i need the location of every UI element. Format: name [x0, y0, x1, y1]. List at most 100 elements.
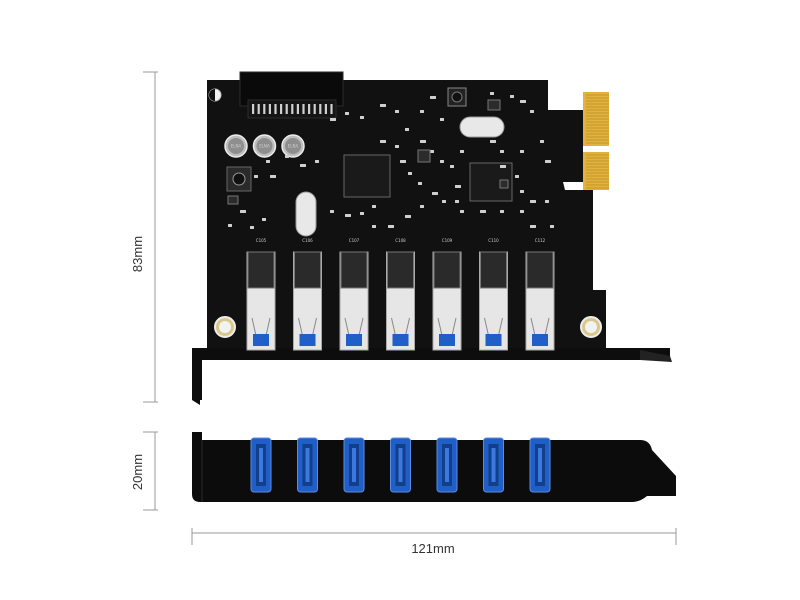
smd-component: [490, 140, 496, 143]
smd-component: [442, 200, 446, 203]
height-label: 83mm: [130, 236, 145, 272]
smd-component: [240, 210, 246, 213]
smd-component: [530, 110, 534, 113]
smd-component: [420, 205, 424, 208]
usb-port-top: [339, 251, 369, 351]
inductor: [226, 166, 252, 192]
usb-controller-chip-left: [343, 154, 391, 198]
smd-component: [315, 160, 319, 163]
smd-component: [395, 145, 399, 148]
usb-port-front[interactable]: [297, 437, 318, 493]
mounting-hole-top: [208, 88, 222, 102]
usb-port-front[interactable]: [483, 437, 504, 493]
smd-component: [330, 210, 334, 213]
smd-component: [388, 225, 394, 228]
smd-component: [405, 128, 409, 131]
usb-port-top: [432, 251, 462, 351]
electrolytic-capacitor: ELNA: [281, 134, 305, 158]
capacitor-mark: ELNA: [288, 144, 299, 149]
smd-component: [450, 165, 454, 168]
port-silkscreen-label: C105: [256, 238, 267, 243]
capacitor-mark: ELNA: [259, 144, 270, 149]
smd-component: [250, 226, 254, 229]
smd-component: [360, 212, 364, 215]
bracket-height-dimension: [143, 431, 158, 511]
smd-component: [500, 210, 504, 213]
smd-component: [270, 175, 276, 178]
smd-component: [420, 110, 424, 113]
pcie-connector: [583, 92, 609, 190]
mounting-hole-left: [214, 316, 236, 338]
small-ic: [499, 179, 509, 189]
smd-component: [405, 215, 411, 218]
usb-port-front[interactable]: [250, 437, 272, 493]
bracket-height-label: 20mm: [130, 454, 145, 490]
smd-component: [460, 150, 464, 153]
smd-component: [400, 160, 406, 163]
usb-port-top: [386, 251, 415, 351]
smd-component: [520, 210, 524, 213]
smd-component: [420, 140, 426, 143]
electrolytic-capacitor: ELNA: [252, 134, 277, 158]
smd-component: [408, 172, 412, 175]
smd-component: [480, 210, 486, 213]
smd-component: [430, 150, 434, 153]
usb-port-front[interactable]: [343, 437, 365, 493]
smd-component: [545, 160, 551, 163]
smd-component: [228, 224, 232, 227]
smd-component: [432, 192, 438, 195]
usb-port-front[interactable]: [529, 437, 551, 493]
smd-component: [520, 150, 524, 153]
capacitor-mark: ELNA: [231, 144, 242, 149]
smd-component: [530, 200, 536, 203]
smd-component: [300, 164, 306, 167]
usb-port-top: [246, 251, 276, 351]
small-ic: [227, 195, 239, 205]
smd-component: [266, 160, 270, 163]
usb-port-top: [525, 251, 555, 351]
smd-component: [530, 225, 536, 228]
sata-power-connector: [239, 71, 344, 119]
height-dimension: [143, 71, 158, 403]
smd-component: [520, 190, 524, 193]
smd-component: [500, 165, 506, 168]
smd-component: [515, 175, 519, 178]
smd-component: [330, 118, 336, 121]
smd-component: [285, 155, 289, 158]
port-silkscreen-label: C108: [395, 238, 406, 243]
smd-component: [418, 182, 422, 185]
smd-component: [490, 92, 494, 95]
pci-bracket-side: [192, 348, 672, 405]
capacitor-group: ELNA ELNA ELNA: [224, 134, 305, 158]
usb-port-top: [479, 251, 508, 351]
crystal-oscillator-vertical: [295, 191, 317, 237]
port-silkscreen-label: C109: [442, 238, 453, 243]
smd-component: [550, 225, 554, 228]
smd-component: [510, 95, 514, 98]
smd-component: [345, 214, 351, 217]
smd-component: [262, 218, 266, 221]
usb-port-front[interactable]: [436, 437, 458, 493]
width-dimension: [191, 528, 677, 545]
smd-component: [360, 116, 364, 119]
port-silkscreen-label: C107: [349, 238, 360, 243]
smd-component: [380, 104, 386, 107]
smd-component: [430, 96, 436, 99]
smd-component: [460, 210, 464, 213]
usb-port-front[interactable]: [390, 437, 411, 493]
small-ic: [487, 99, 501, 111]
smd-component: [372, 225, 376, 228]
smd-component: [500, 150, 504, 153]
electrolytic-capacitor: ELNA: [224, 134, 248, 158]
usb-port-top: [293, 251, 322, 351]
smd-components: [227, 92, 554, 229]
smd-component: [545, 200, 549, 203]
smd-component: [440, 160, 444, 163]
small-component-square: [447, 87, 467, 107]
smd-component: [395, 110, 399, 113]
port-silkscreen-label: C110: [488, 238, 499, 243]
smd-component: [540, 140, 544, 143]
port-silkscreen-label: C112: [535, 238, 546, 243]
